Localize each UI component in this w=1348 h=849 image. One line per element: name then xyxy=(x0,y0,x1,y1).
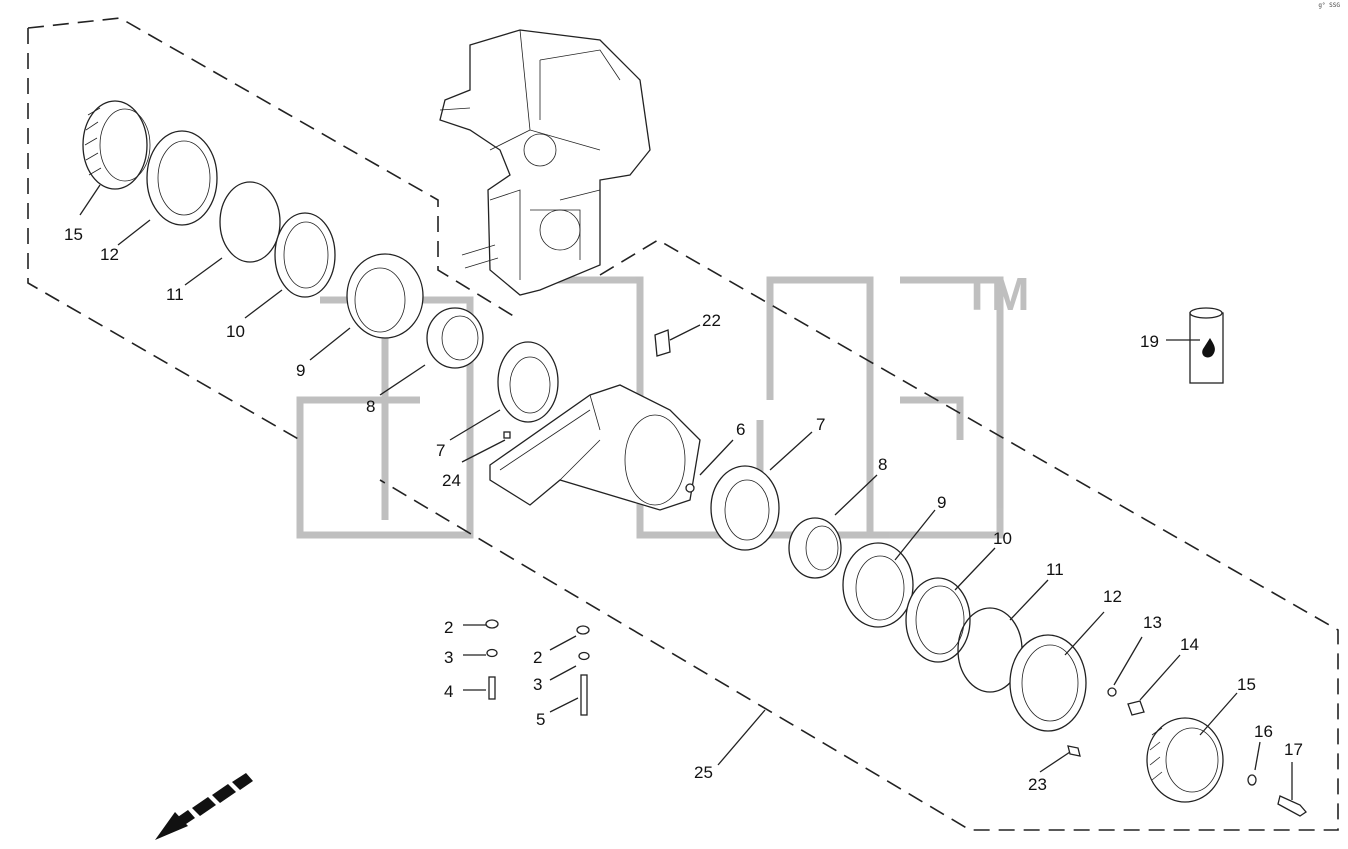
callout-25: 25 xyxy=(694,763,713,782)
oil-drop-icon xyxy=(1202,338,1215,358)
callout-14: 14 xyxy=(1180,635,1199,654)
o-ring-11-left xyxy=(219,181,281,263)
callout-22: 22 xyxy=(702,311,721,330)
axle-housing xyxy=(489,384,701,511)
callout-13: 13 xyxy=(1143,613,1162,632)
callout-24: 24 xyxy=(442,471,461,490)
seal-part-15-left xyxy=(82,100,151,190)
left-group-boundary xyxy=(27,17,521,441)
washer-3-b xyxy=(578,651,590,661)
callout-11-right: 11 xyxy=(1046,560,1064,579)
callout-9-left: 9 xyxy=(296,361,305,380)
callout-3-left: 3 xyxy=(444,648,453,667)
bolt-23 xyxy=(1067,745,1081,757)
callout-2-left: 2 xyxy=(444,618,453,637)
callout-4: 4 xyxy=(444,682,453,701)
callout-16: 16 xyxy=(1254,722,1273,741)
bearing-9-right xyxy=(842,542,914,628)
bearing-race-8-left xyxy=(426,307,484,369)
callout-17: 17 xyxy=(1284,740,1303,759)
gasket-12-right xyxy=(1009,634,1087,732)
callout-labels: 15 12 11 10 9 8 7 24 22 6 7 8 9 10 11 12… xyxy=(64,225,1303,794)
callout-15-left: 15 xyxy=(64,225,83,244)
callout-15-right: 15 xyxy=(1237,675,1256,694)
bolt-17 xyxy=(1277,795,1307,817)
plug-6 xyxy=(685,483,695,493)
gasket-12-left xyxy=(146,130,218,226)
fitting-22 xyxy=(654,329,671,357)
seal-part-15-right xyxy=(1146,717,1224,803)
leader-lines xyxy=(79,184,1293,800)
ring-10-right xyxy=(905,577,971,663)
callout-8-right: 8 xyxy=(878,455,887,474)
callout-9-right: 9 xyxy=(937,493,946,512)
lubricant-tube-19 xyxy=(1189,307,1224,384)
bearing-7-left xyxy=(497,341,559,423)
callout-8-left: 8 xyxy=(366,397,375,416)
callout-7-right: 7 xyxy=(816,415,825,434)
bearing-race-8-right xyxy=(788,517,842,579)
callout-12-right: 12 xyxy=(1103,587,1122,606)
direction-arrow-icon xyxy=(155,773,253,840)
right-group-boundary xyxy=(379,239,1339,831)
bolt-14 xyxy=(1127,700,1145,716)
callout-10-right: 10 xyxy=(993,529,1012,548)
callout-12-left: 12 xyxy=(100,245,119,264)
bearing-9-left xyxy=(346,253,424,339)
callout-3-right: 3 xyxy=(533,675,542,694)
washer-16 xyxy=(1247,774,1257,786)
callout-2-right: 2 xyxy=(533,648,542,667)
bolt-4 xyxy=(488,676,496,700)
washer-2-a xyxy=(485,619,499,629)
ring-10-left xyxy=(274,212,336,298)
washer-13 xyxy=(1107,687,1117,697)
washer-2-b xyxy=(576,625,590,635)
callout-11-left: 11 xyxy=(166,285,184,304)
bearing-7-right xyxy=(710,465,780,551)
washer-3-a xyxy=(486,648,498,658)
callout-23: 23 xyxy=(1028,775,1047,794)
callout-19: 19 xyxy=(1140,332,1159,351)
watermark-trademark: TM xyxy=(963,268,1029,320)
bolt-5 xyxy=(580,674,588,716)
callout-7-left: 7 xyxy=(436,441,445,460)
transmission-housing xyxy=(439,29,651,296)
plug-24 xyxy=(503,431,511,439)
callout-6: 6 xyxy=(736,420,745,439)
corner-code: g° SSG xyxy=(1318,2,1340,9)
callout-10-left: 10 xyxy=(226,322,245,341)
callout-5: 5 xyxy=(536,710,545,729)
